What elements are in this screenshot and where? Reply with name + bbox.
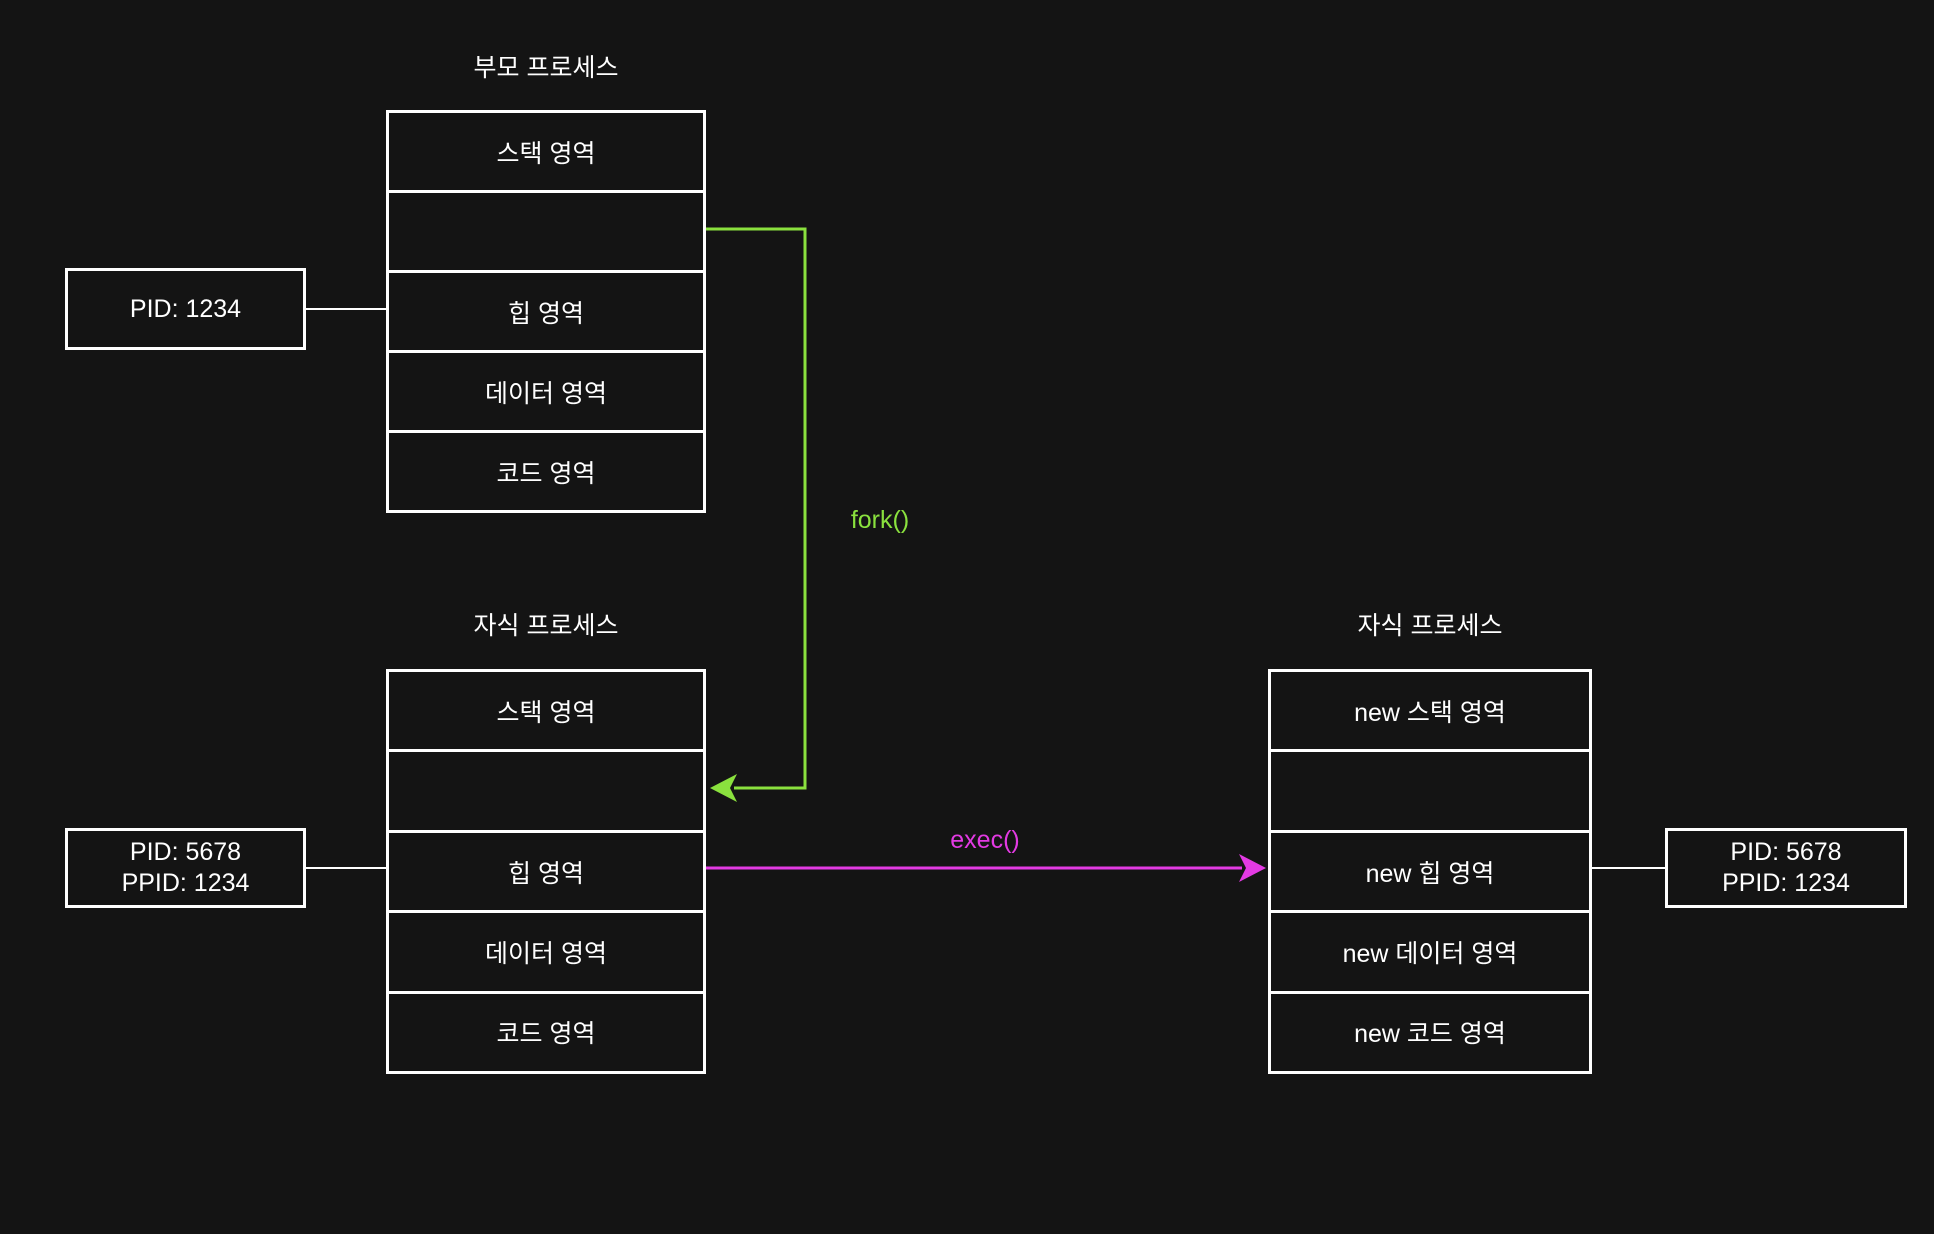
parent-segment-stack: 스택 영역 [496, 139, 596, 168]
exec-child-segment-stack: new 스택 영역 [1354, 698, 1506, 727]
exec-child-segment-heap: new 힙 영역 [1271, 829, 1589, 910]
forked-child-memory-box: 스택 영역 힙 영역 데이터 영역 코드 영역 [386, 669, 706, 1074]
forked-child-segment-stack: 스택 영역 [496, 698, 596, 727]
exec-child-segment-code: new 코드 영역 [1271, 990, 1589, 1071]
exec-child-pid-box: PID: 5678 PPID: 1234 [1665, 828, 1907, 908]
parent-process-title: 부모 프로세스 [473, 54, 619, 82]
exec-child-memory-box: new 스택 영역 new 힙 영역 new 데이터 영역 new 코드 영역 [1268, 669, 1592, 1074]
exec-child-pid-label: PID: 5678 [1730, 838, 1842, 866]
fork-arrow-line [706, 227, 807, 790]
forked-child-pid-label: PID: 5678 [129, 838, 242, 866]
exec-child-segment-empty [1271, 749, 1589, 829]
fork-arrowhead-icon [710, 774, 737, 802]
fork-arrow-label: fork() [850, 506, 910, 534]
parent-segment-data: 데이터 영역 [389, 350, 703, 430]
exec-arrowhead-icon [1239, 854, 1266, 882]
exec-child-process-title: 자식 프로세스 [1357, 612, 1503, 640]
parent-pid-box: PID: 1234 [65, 268, 306, 350]
forked-child-segment-data: 데이터 영역 [389, 910, 703, 990]
forked-child-segment-code: 코드 영역 [389, 990, 703, 1071]
forked-child-process-title: 자식 프로세스 [473, 612, 619, 640]
forked-child-segment-empty [389, 749, 703, 829]
forked-child-pid-box: PID: 5678 PPID: 1234 [65, 828, 306, 908]
forked-child-ppid-label: PPID: 1234 [121, 869, 250, 897]
exec-child-segment-data: new 데이터 영역 [1271, 910, 1589, 990]
forked-child-segment-heap: 힙 영역 [389, 829, 703, 910]
parent-memory-box: 스택 영역 힙 영역 데이터 영역 코드 영역 [386, 110, 706, 513]
exec-child-ppid-label: PPID: 1234 [1722, 869, 1850, 897]
parent-segment-heap: 힙 영역 [389, 270, 703, 350]
exec-arrow-label: exec() [950, 826, 1020, 854]
parent-pid-label: PID: 1234 [129, 294, 242, 323]
parent-segment-code: 코드 영역 [389, 430, 703, 510]
parent-segment-empty [389, 190, 703, 270]
